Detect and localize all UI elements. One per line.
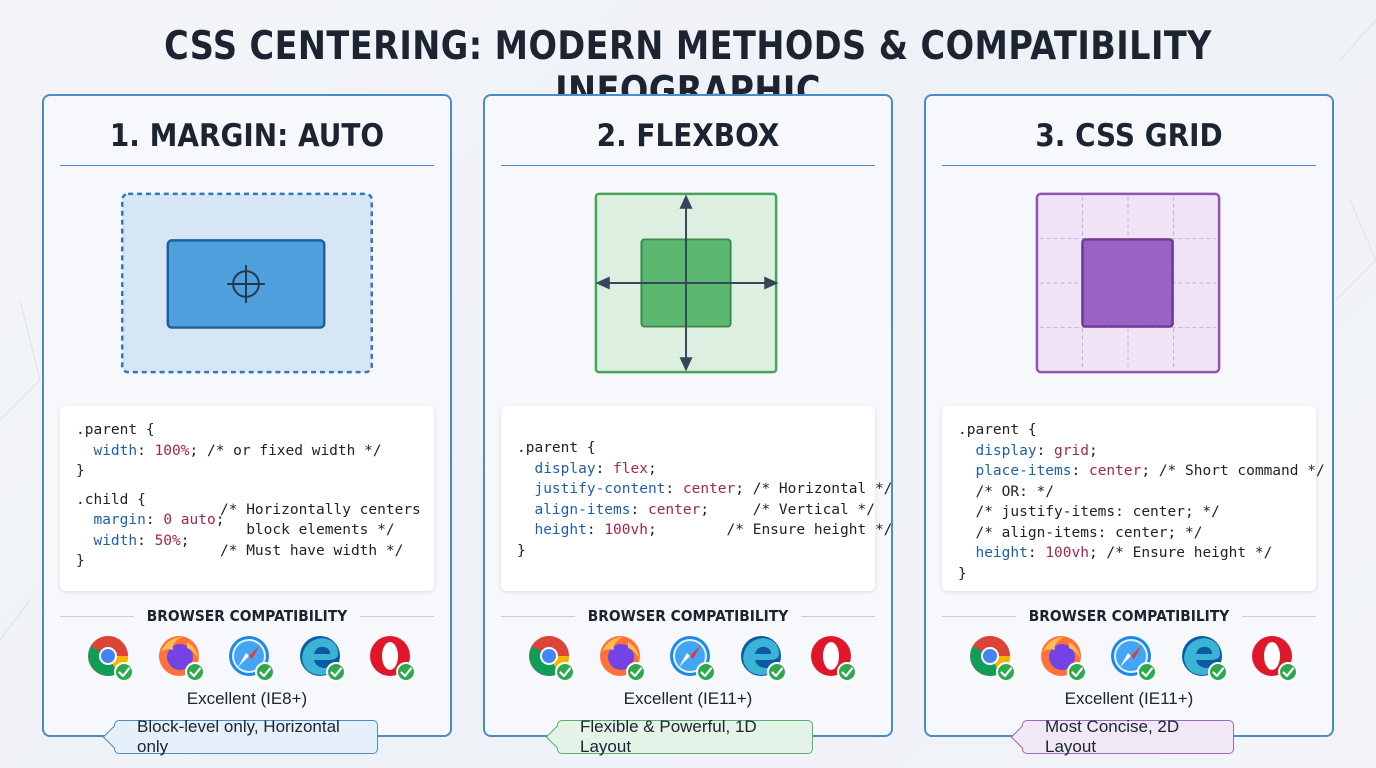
code-line: justify-content: center; /* Horizontal *… [517,481,893,497]
compat-divider [360,616,434,617]
code-block: .parent { width: 100%; /* or fixed width… [60,406,434,591]
panel-heading: 3. CSS GRID [1035,118,1223,154]
code-line: .parent { [76,422,155,438]
code-line: /* OR: */ [958,483,1055,500]
firefox-icon [157,634,205,682]
heading-divider [501,165,875,166]
compat-title: BROWSER COMPATIBILITY [146,607,348,625]
opera-icon [368,634,416,682]
code-line: width: 50%;/* Must have width */ [76,532,404,559]
panel-heading: 2. FLEXBOX [596,118,780,154]
firefox-icon [598,634,646,682]
safari-icon [668,634,716,682]
compat-divider [942,616,1016,617]
heading-divider [60,165,434,166]
code-line: } [76,553,85,569]
summary-tag: Most Concise, 2D Layout [1010,717,1234,756]
compat-divider [501,616,575,617]
code-line: margin: 0 auto; block elements */ [76,512,395,538]
browser-list [527,634,857,686]
code-line: } [958,565,967,582]
compat-note: Excellent (IE11+) [623,689,753,708]
opera-icon [1250,634,1298,682]
code-line: .parent { [517,440,596,456]
compat-note: Excellent (IE8+) [186,689,308,708]
heading-divider [942,165,1316,166]
edge-icon [298,634,346,682]
tag-label: Block-level only, Horizontal only [137,717,340,756]
code-line: width: 100%; /* or fixed width */ [76,442,382,459]
panel-css-grid: 3. CSS GRID .parent { display: grid; pla… [924,94,1334,756]
code-line: /* align-items: center; */ [958,524,1203,541]
code-line: } [517,542,526,559]
chrome-icon [527,634,575,682]
panel-margin-auto: 1. MARGIN: AUTO .parent { width: 100%; /… [42,94,452,756]
chrome-icon [968,634,1016,682]
compat-divider [1242,616,1316,617]
browser-list [968,634,1298,686]
code-line: display: grid; [958,442,1098,459]
compat-note: Excellent (IE11+) [1064,689,1194,708]
compat-title: BROWSER COMPATIBILITY [1028,607,1230,625]
code-line: display: flex; [517,460,657,477]
firefox-icon [1039,634,1087,682]
code-line: .parent { [958,422,1037,438]
code-line: align-items: center; /* Vertical */ [517,501,875,518]
target-icon [227,265,265,303]
chrome-icon [86,634,134,682]
edge-icon [739,634,787,682]
margin-auto-illustration [120,192,374,374]
compat-divider [801,616,875,617]
panel-flexbox: 2. FLEXBOX .parent { display: flex; just… [483,94,893,756]
tag-label: Most Concise, 2D Layout [1045,717,1180,756]
summary-tag: Block-level only, Horizontal only [102,717,378,756]
flexbox-illustration [594,192,779,374]
safari-icon [227,634,275,682]
tag-label: Flexible & Powerful, 1D Layout [580,717,757,756]
summary-tag: Flexible & Powerful, 1D Layout [545,717,813,756]
safari-icon [1109,634,1157,682]
grid-illustration [1035,192,1221,374]
panel-heading: 1. MARGIN: AUTO [109,118,385,154]
code-line: height: 100vh; /* Ensure height */ [958,545,1273,561]
code-block: .parent { display: flex; justify-content… [501,406,893,591]
code-line: place-items: center; /* Short command */ [958,463,1325,479]
compat-divider [60,616,134,617]
code-line: /* justify-items: center; */ [958,504,1220,520]
edge-icon [1180,634,1228,682]
code-line: .child {/* Horizontally centers [76,491,421,518]
code-line: } [76,463,85,479]
code-line: height: 100vh; /* Ensure height */ [517,522,893,538]
browser-list [86,634,416,686]
compat-title: BROWSER COMPATIBILITY [587,607,789,625]
axis-arrows-icon [595,194,779,372]
opera-icon [809,634,857,682]
code-block: .parent { display: grid; place-items: ce… [942,406,1325,591]
